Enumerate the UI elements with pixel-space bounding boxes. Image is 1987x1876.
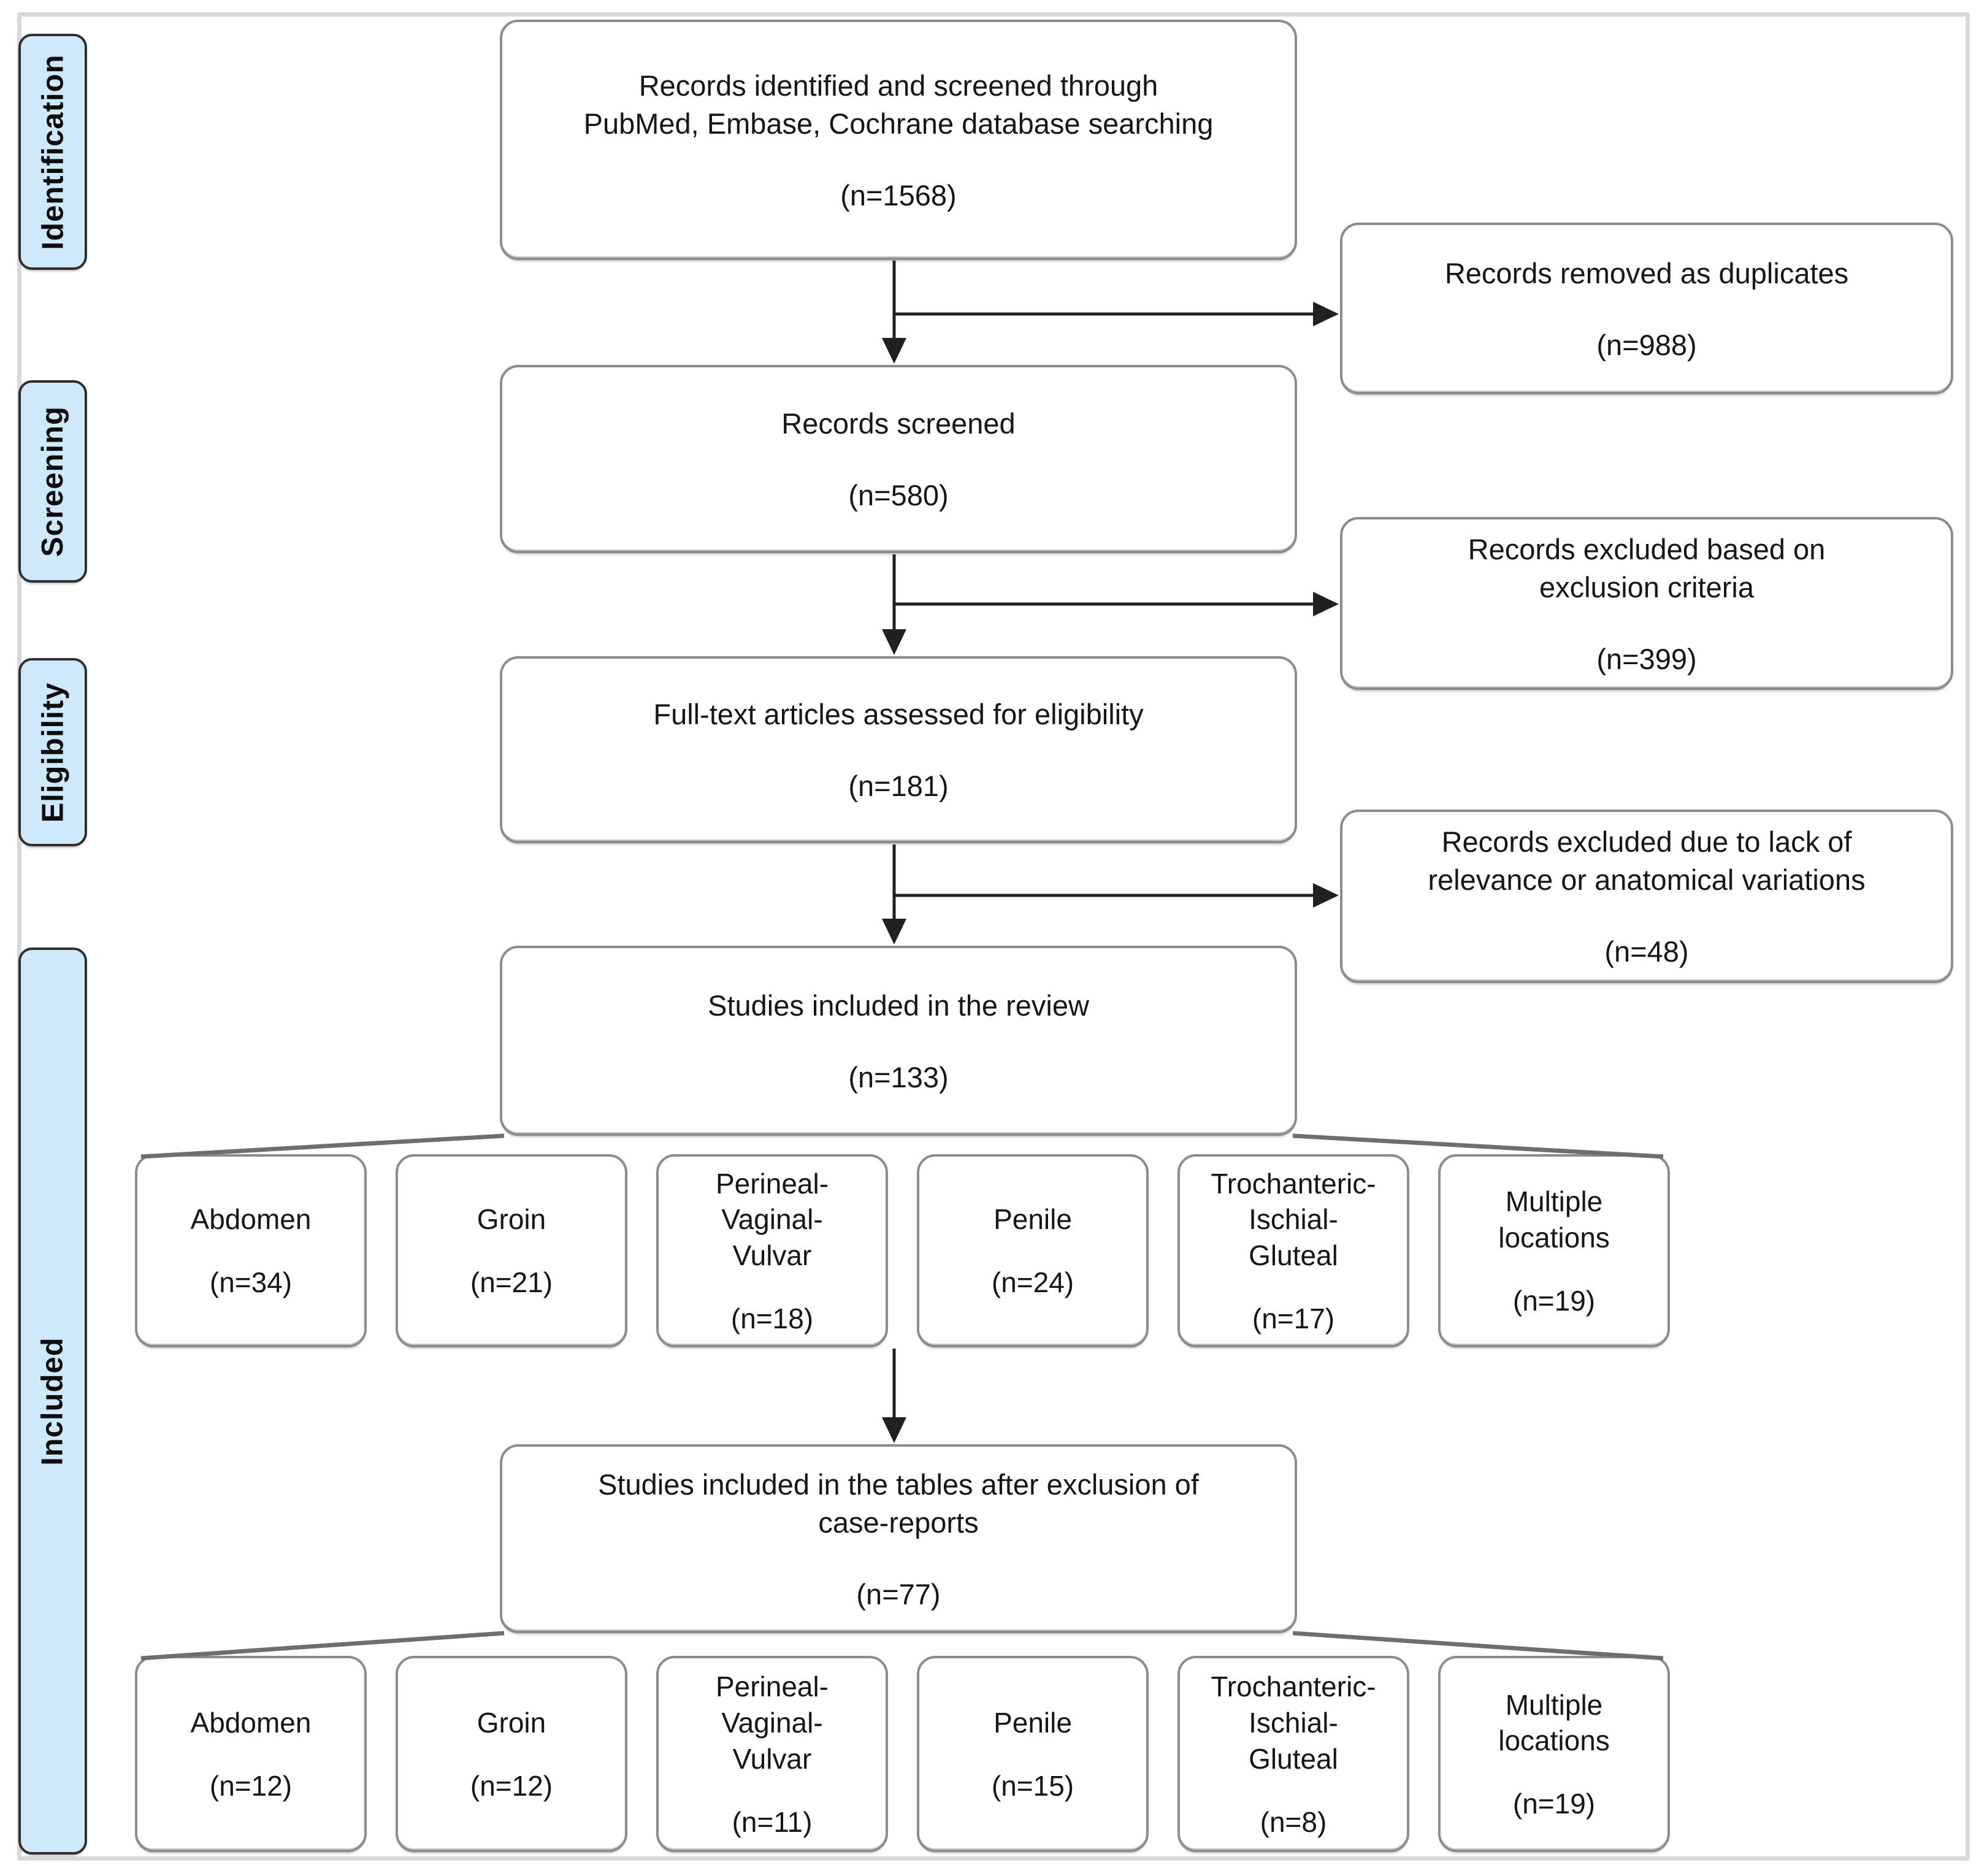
box-count: (n=77) xyxy=(856,1577,941,1610)
box-text: Full-text articles assessed for eligibil… xyxy=(653,698,1144,731)
box-review-groin: Groin (n=21) xyxy=(396,1154,627,1347)
box-count: (n=580) xyxy=(848,479,949,512)
box-text: Abdomen xyxy=(190,1203,312,1236)
box-text: Penile xyxy=(994,1203,1072,1236)
box-count: (n=17) xyxy=(1252,1303,1335,1335)
box-count: (n=34) xyxy=(209,1266,293,1299)
box-text: Records screened xyxy=(781,407,1016,440)
stage-label: Eligibility xyxy=(36,682,70,822)
box-text: Perineal- Vaginal- Vulvar xyxy=(715,1167,829,1272)
box-count: (n=12) xyxy=(209,1769,293,1802)
box-count: (n=19) xyxy=(1512,1284,1596,1317)
box-records-screened: Records screened (n=580) xyxy=(500,365,1297,553)
box-review-multiple: Multiple locations (n=19) xyxy=(1438,1154,1670,1347)
box-text: Studies included in the review xyxy=(708,989,1089,1022)
box-count: (n=988) xyxy=(1596,328,1697,361)
stage-identification: Identification xyxy=(18,34,87,270)
box-text: Records excluded due to lack of relevanc… xyxy=(1428,825,1866,897)
stage-label: Included xyxy=(36,1336,69,1466)
box-tables-groin: Groin (n=12) xyxy=(396,1656,627,1852)
box-text: Trochanteric- Ischial- Gluteal xyxy=(1211,1671,1376,1775)
box-count: (n=21) xyxy=(470,1266,553,1299)
box-text: Records removed as duplicates xyxy=(1444,256,1849,289)
box-text: Abdomen xyxy=(190,1706,312,1739)
box-tables-penile: Penile (n=15) xyxy=(917,1656,1149,1852)
box-tables-abdomen: Abdomen (n=12) xyxy=(135,1656,367,1852)
box-review-penile: Penile (n=24) xyxy=(917,1154,1149,1347)
box-review-abdomen: Abdomen (n=34) xyxy=(135,1154,367,1347)
box-studies-review: Studies included in the review (n=133) xyxy=(500,946,1297,1136)
box-count: (n=1568) xyxy=(840,178,957,212)
box-studies-tables: Studies included in the tables after exc… xyxy=(500,1444,1297,1633)
stage-label: Identification xyxy=(36,54,70,250)
box-count: (n=48) xyxy=(1604,935,1689,968)
box-removed-duplicates: Records removed as duplicates (n=988) xyxy=(1340,223,1953,394)
box-text: Studies included in the tables after exc… xyxy=(598,1468,1199,1539)
box-review-trochanteric: Trochanteric- Ischial- Gluteal (n=17) xyxy=(1177,1154,1409,1347)
box-count: (n=8) xyxy=(1260,1805,1327,1838)
box-text: Trochanteric- Ischial- Gluteal xyxy=(1211,1167,1376,1272)
box-text: Groin xyxy=(477,1706,546,1739)
box-text: Penile xyxy=(994,1706,1072,1739)
box-count: (n=11) xyxy=(732,1805,813,1838)
stage-label: Screening xyxy=(36,406,70,557)
box-count: (n=12) xyxy=(470,1769,553,1802)
box-count: (n=399) xyxy=(1596,642,1697,675)
box-count: (n=19) xyxy=(1512,1788,1596,1820)
stage-included: Included xyxy=(18,948,87,1855)
box-text: Perineal- Vaginal- Vulvar xyxy=(715,1671,829,1775)
stage-eligibility: Eligibility xyxy=(18,658,87,846)
box-count: (n=181) xyxy=(848,770,949,803)
box-text: Records identified and screened through … xyxy=(583,69,1214,140)
box-count: (n=15) xyxy=(991,1769,1074,1802)
box-text: Records excluded based on exclusion crit… xyxy=(1468,532,1826,603)
box-tables-perineal: Perineal- Vaginal- Vulvar (n=11) xyxy=(656,1656,888,1852)
box-text: Multiple locations xyxy=(1498,1688,1610,1757)
box-count: (n=24) xyxy=(991,1266,1074,1299)
box-text: Groin xyxy=(477,1203,546,1236)
box-tables-multiple: Multiple locations (n=19) xyxy=(1438,1656,1670,1852)
box-text: Multiple locations xyxy=(1498,1185,1610,1254)
box-tables-trochanteric: Trochanteric- Ischial- Gluteal (n=8) xyxy=(1177,1656,1409,1852)
box-review-perineal: Perineal- Vaginal- Vulvar (n=18) xyxy=(656,1154,888,1347)
stage-screening: Screening xyxy=(18,380,87,583)
box-excluded-relevance: Records excluded due to lack of relevanc… xyxy=(1340,810,1953,983)
box-records-identified: Records identified and screened through … xyxy=(500,20,1297,260)
box-fulltext-assessed: Full-text articles assessed for eligibil… xyxy=(500,656,1297,843)
box-count: (n=133) xyxy=(848,1060,949,1093)
box-count: (n=18) xyxy=(730,1303,814,1335)
box-excluded-criteria: Records excluded based on exclusion crit… xyxy=(1340,517,1953,690)
